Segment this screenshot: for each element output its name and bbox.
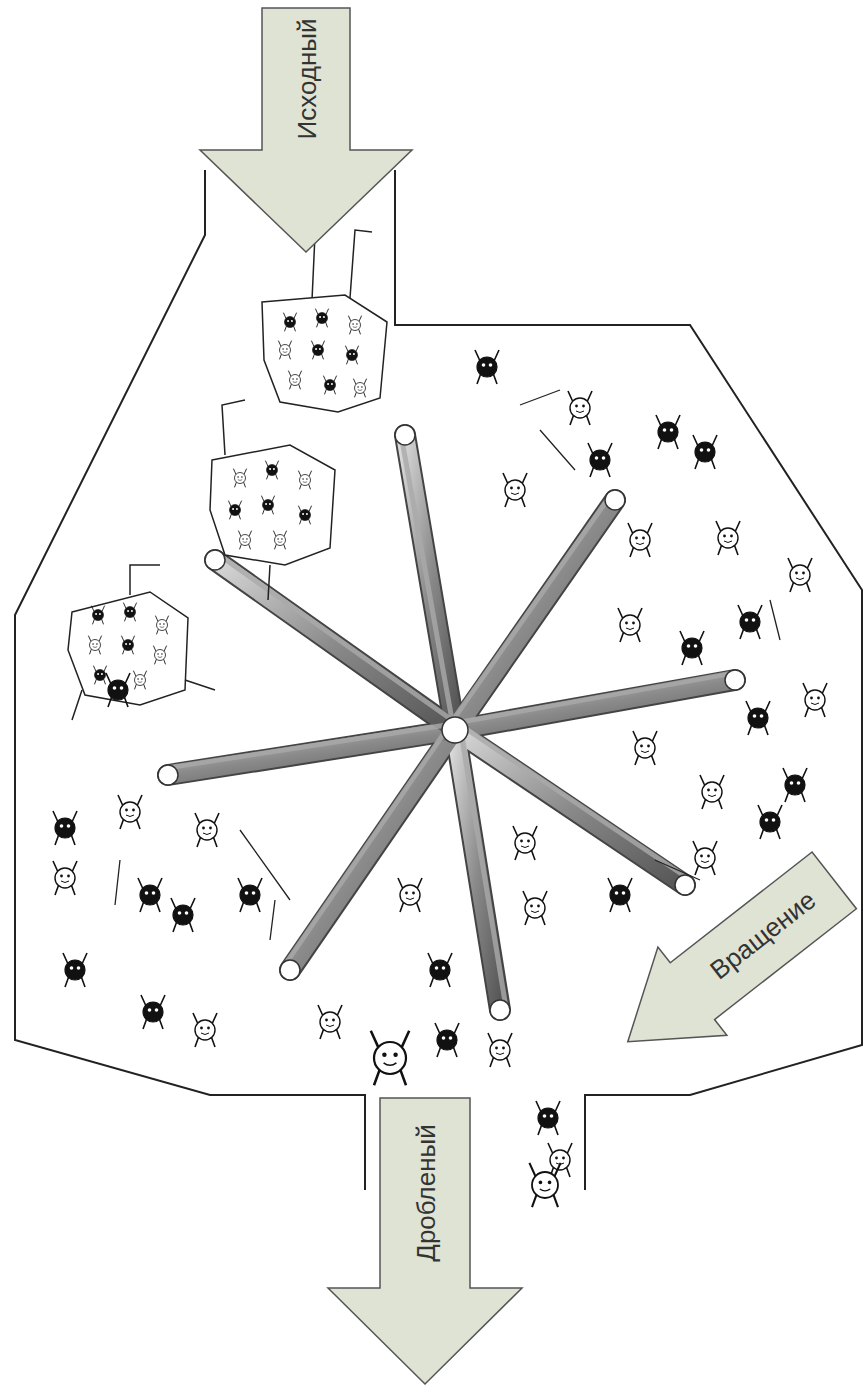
- flow-arrow: Вращение: [593, 836, 865, 1086]
- crushed-particles: [53, 350, 827, 1207]
- arrow-label: Исходный: [293, 18, 319, 139]
- housing-outline: [15, 170, 862, 1190]
- flow-arrow: Исходный: [200, 8, 412, 252]
- rotor: [158, 425, 745, 1020]
- arrow-label: Дробленый: [412, 1124, 438, 1261]
- ore-lumps: [68, 228, 387, 720]
- flow-arrow: Дробленый: [328, 1098, 522, 1384]
